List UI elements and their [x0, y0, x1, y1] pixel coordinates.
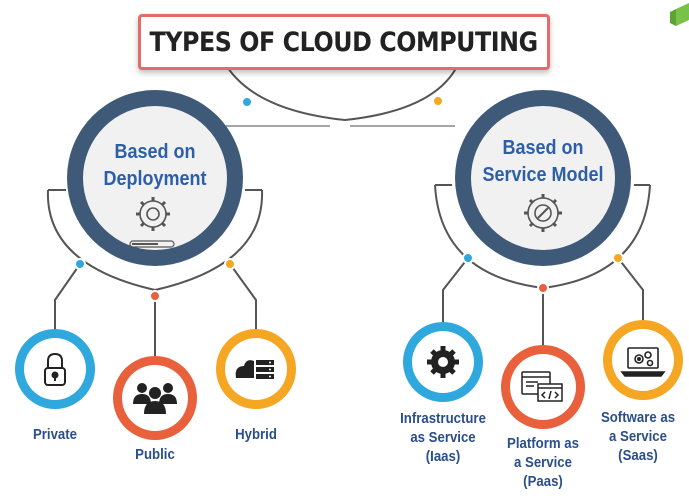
code-window-icon: [521, 371, 563, 402]
saas-label-line1: Software as: [600, 409, 676, 426]
connector-node: [462, 252, 474, 264]
paas-label-line3: (Paas): [523, 473, 563, 490]
branch-private: [54, 263, 81, 330]
private-node: [15, 329, 95, 409]
deployment-label-line1: Based on: [114, 141, 196, 163]
page-title: TYPES OF CLOUD COMPUTING: [149, 26, 539, 58]
service-label-line2: Service Model: [482, 164, 604, 186]
deployment-label: Based on Deployment: [101, 139, 209, 193]
progress-bar-fill: [132, 243, 158, 245]
branch-iaas: [442, 257, 469, 322]
iaas-label-line1: Infrastructure: [400, 410, 486, 427]
deployment-hub: [67, 90, 243, 266]
branch-hybrid: [229, 263, 257, 330]
connector-node: [74, 258, 86, 270]
private-label: Private: [32, 426, 78, 443]
people-icon: [133, 383, 177, 414]
iaas-label: Infrastructure as Service (Iaas): [395, 409, 492, 466]
saas-label-line2: a Service: [609, 428, 667, 445]
iaas-label-line2: as Service: [410, 429, 476, 446]
iaas-label-line3: (Iaas): [425, 448, 461, 465]
paas-label-line2: a Service: [514, 454, 572, 471]
deployment-label-line2: Deployment: [103, 168, 207, 190]
connector-node: [612, 252, 624, 264]
title-box: TYPES OF CLOUD COMPUTING: [138, 14, 550, 70]
connector-node: [537, 282, 549, 294]
iaas-node: [403, 322, 483, 402]
public-label: Public: [135, 446, 175, 463]
top-connector-arc: [222, 59, 461, 122]
laptop-gears-icon: [620, 347, 666, 377]
saas-label-line3: (Saas): [618, 447, 658, 464]
branch-saas: [617, 257, 644, 320]
hybrid-label: Hybrid: [235, 426, 277, 443]
connector-node: [432, 95, 444, 107]
padlock-icon: [44, 352, 66, 386]
connector-node: [241, 96, 253, 108]
service-hub: [455, 90, 631, 266]
connector-node: [149, 290, 161, 302]
gear-icon: [136, 197, 170, 231]
gear-icon: [427, 346, 459, 378]
service-label-line1: Based on: [502, 137, 584, 159]
paas-node: [501, 345, 585, 429]
progress-bar: [129, 240, 175, 248]
hybrid-node: [216, 329, 296, 409]
cloud-server-icon: [235, 360, 274, 379]
saas-node: [603, 320, 683, 400]
saas-label: Software as a Service (Saas): [594, 408, 682, 465]
paas-label: Platform as a Service (Paas): [495, 434, 592, 491]
service-label: Based on Service Model: [480, 135, 606, 189]
gear-wrench-icon: [524, 194, 562, 232]
public-node: [113, 356, 197, 440]
connector-node: [224, 258, 236, 270]
logo-cube-icon: [670, 3, 689, 26]
paas-label-line1: Platform as: [507, 435, 579, 452]
